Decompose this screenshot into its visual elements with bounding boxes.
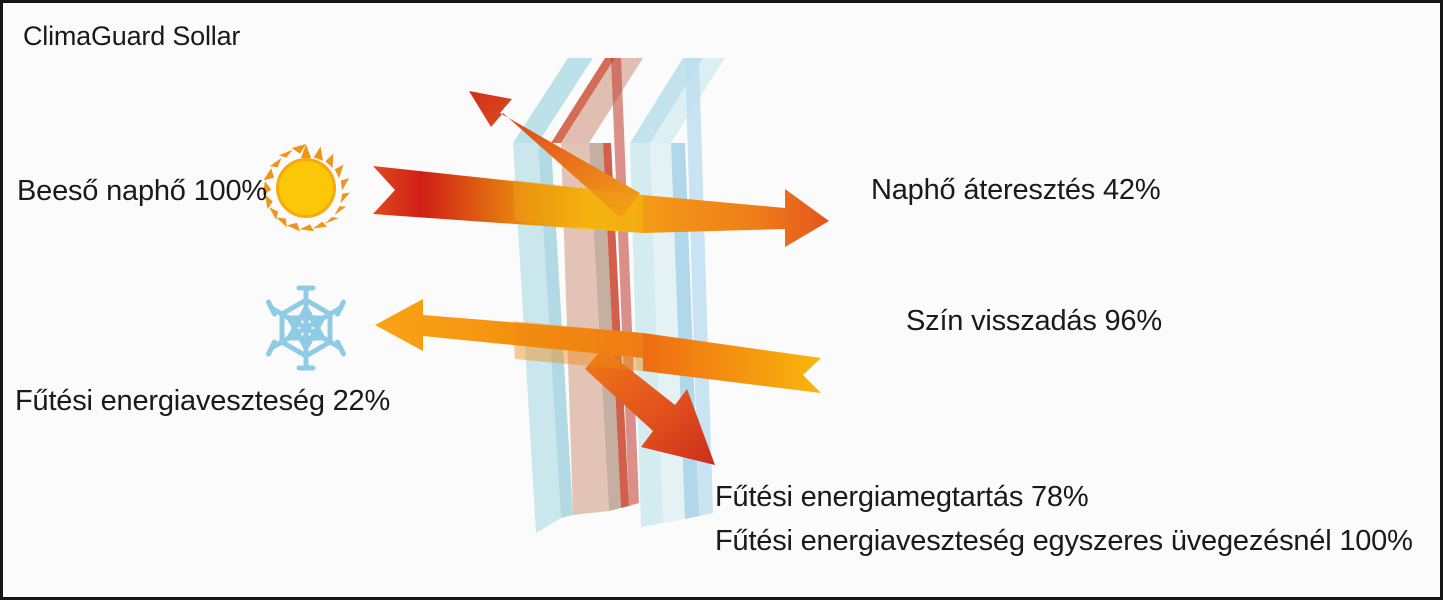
solar-reflection-arrow-shape bbox=[469, 91, 640, 218]
pane2-front-face-shade bbox=[589, 143, 621, 511]
page-title: ClimaGuard Sollar bbox=[23, 21, 241, 51]
sun-icon bbox=[262, 144, 350, 232]
label-heating-energy-loss: Fűtési energiaveszteség 22% bbox=[15, 385, 391, 417]
snowflake-inner-web bbox=[286, 305, 326, 351]
label-solar-transmission: Naphő áteresztés 42% bbox=[871, 174, 1161, 206]
interior-heat-band bbox=[643, 333, 821, 393]
pane2-side-face bbox=[551, 58, 615, 143]
snowflake-tips bbox=[266, 285, 346, 371]
pane1-side-face bbox=[513, 58, 593, 143]
incident-solar-beam bbox=[373, 166, 643, 233]
incident-solar-beam-band bbox=[373, 166, 643, 233]
glass-assembly bbox=[513, 58, 725, 533]
beam-glass-overlay bbox=[513, 180, 643, 371]
interior-heat-band-shape bbox=[643, 333, 821, 393]
solar-transmission-arrow-shape bbox=[643, 189, 829, 247]
label-incident-solar: Beeső naphő 100% bbox=[17, 175, 267, 207]
label-single-glazing-loss: Fűtési energiaveszteség egyszeres üvegez… bbox=[715, 525, 1413, 557]
label-color-rendering: Szín visszadás 96% bbox=[906, 305, 1162, 337]
pane3-edge-strip-far bbox=[685, 58, 713, 516]
solar-reflection-arrow bbox=[469, 91, 640, 218]
solar-transmission-arrow bbox=[643, 189, 829, 247]
heat-loss-arrow-shape bbox=[375, 299, 643, 358]
snowflake-hexagon bbox=[279, 297, 333, 359]
heat-retention-arrow-shape bbox=[585, 348, 715, 465]
glazing-diagram bbox=[262, 58, 829, 533]
heat-loss-arrow bbox=[375, 299, 643, 358]
pane3-side-face bbox=[630, 58, 703, 143]
snowflake-icon bbox=[266, 285, 346, 371]
heat-retention-arrow bbox=[585, 348, 715, 465]
pane2-coating-line bbox=[603, 143, 629, 508]
pane2-side-face-inner bbox=[561, 58, 643, 143]
label-heating-energy-retention: Fűtési energiamegtartás 78% bbox=[715, 481, 1089, 513]
